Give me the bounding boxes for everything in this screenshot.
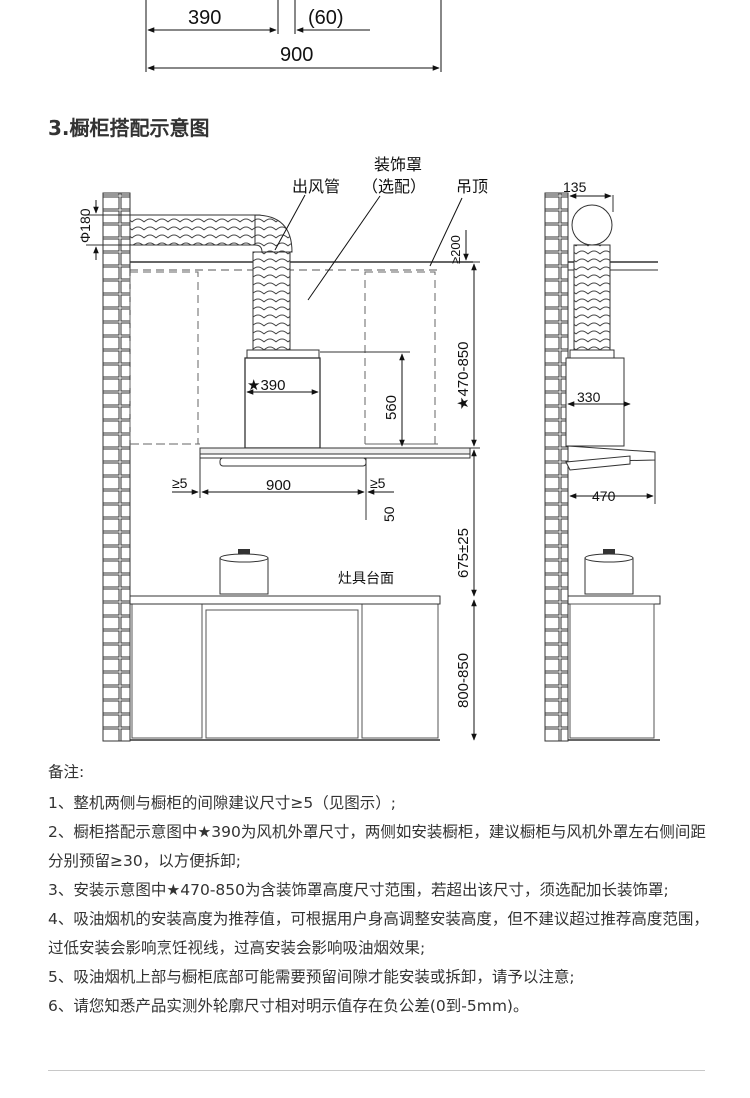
dim-560: 560	[383, 395, 400, 420]
note-item: 6、请您知悉产品实测外轮廓尺寸相对明示值存在负公差(0到-5mm)。	[48, 997, 529, 1015]
dim-ge200: ≥200	[448, 235, 463, 264]
section-title: 3.橱柜搭配示意图	[48, 116, 210, 140]
note-item: 5、吸油烟机上部与橱柜底部可能需要预留间隙才能安装或拆卸，请予以注意;	[48, 968, 575, 986]
dim-phi180: Φ180	[77, 208, 93, 243]
side-view: 135 330 470	[544, 179, 661, 742]
label-countertop: 灶具台面	[338, 571, 394, 587]
top-dimensions: 390 (60) 900	[145, 0, 442, 72]
dim-900-front: 900	[266, 477, 291, 494]
front-view: ★390 560 900 ≥5 ≥5 50 ≥200 ★470-850 675±…	[77, 155, 488, 742]
dim-ge5-right: ≥5	[370, 475, 386, 491]
note-item: 1、整机两侧与橱柜的间隙建议尺寸≥5（见图示）;	[48, 794, 396, 812]
dim-800-850: 800-850	[455, 653, 472, 708]
dim-675: 675±25	[455, 528, 472, 578]
note-item: 2、橱柜搭配示意图中★390为风机外罩尺寸，两侧如安装橱柜，建议橱柜与风机外罩左…	[48, 823, 706, 870]
dim-60-top: (60)	[308, 7, 344, 29]
notes-heading: 备注:	[48, 763, 85, 781]
installation-diagram: 390 (60) 900 ★390 560	[77, 0, 661, 742]
dim-ge5-left: ≥5	[172, 475, 188, 491]
notes-section: 备注: 1、整机两侧与橱柜的间隙建议尺寸≥5（见图示）; 2、橱柜搭配示意图中★…	[48, 758, 713, 1021]
divider	[48, 1070, 705, 1071]
note-item: 4、吸油烟机的安装高度为推荐值，可根据用户身高调整安装高度，但不建议超过推荐高度…	[48, 910, 709, 957]
dim-330: 330	[577, 389, 601, 405]
dim-50: 50	[381, 506, 397, 522]
label-cover: 装饰罩	[374, 155, 422, 174]
note-item: 3、安装示意图中★470-850为含装饰罩高度尺寸范围，若超出该尺寸，须选配加长…	[48, 881, 669, 899]
dim-135: 135	[563, 179, 587, 195]
dim-470-850: ★470-850	[455, 342, 472, 411]
dim-900-top: 900	[280, 44, 313, 66]
dim-470-side: 470	[592, 488, 616, 504]
dim-390-star: ★390	[247, 377, 285, 394]
label-duct: 出风管	[292, 177, 340, 196]
dim-390-top: 390	[188, 7, 221, 29]
label-cover-optional: （选配）	[362, 177, 426, 196]
label-ceiling: 吊顶	[456, 177, 488, 196]
